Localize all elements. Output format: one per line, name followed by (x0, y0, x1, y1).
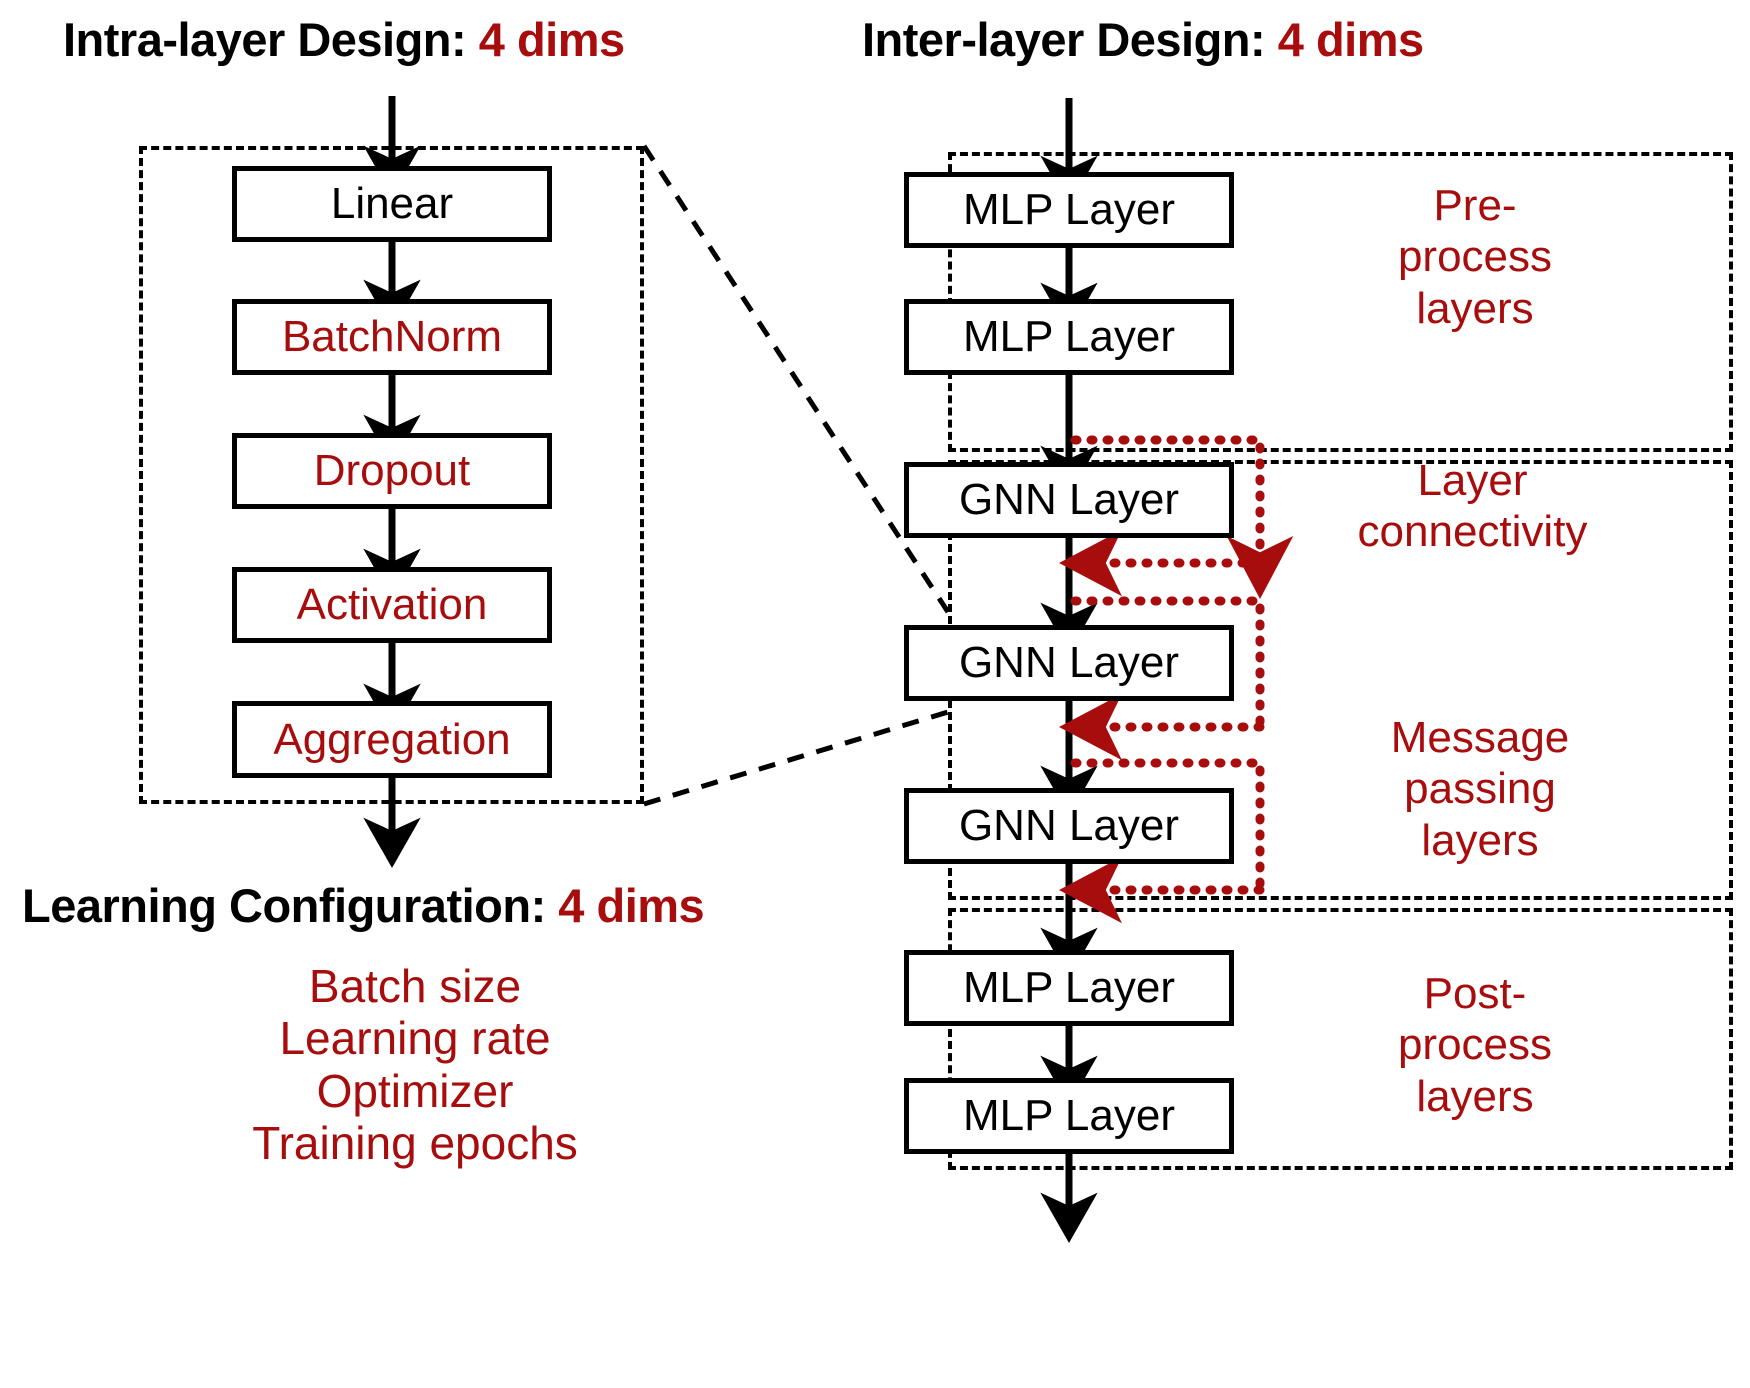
inter-node-mlp-post-2[interactable]: MLP Layer (904, 1078, 1234, 1154)
config-item-training-epochs: Training epochs (252, 1117, 578, 1170)
intra-node-dropout[interactable]: Dropout (232, 433, 552, 509)
intra-layer-heading-text: Intra-layer Design: (63, 13, 467, 66)
intra-node-activation-label: Activation (296, 580, 488, 629)
inter-node-gnn-2-label: GNN Layer (958, 638, 1180, 687)
intra-node-batchnorm-label: BatchNorm (281, 312, 503, 361)
side-label-layer-connectivity: Layer connectivity (1357, 456, 1588, 557)
inter-node-gnn-3-label: GNN Layer (958, 801, 1180, 850)
intra-layer-heading-dims: 4 dims (478, 13, 625, 66)
side-label-message-passing: Message passing layers (1390, 713, 1570, 865)
intra-node-linear[interactable]: Linear (232, 166, 552, 242)
inter-node-mlp-post-1[interactable]: MLP Layer (904, 950, 1234, 1026)
inter-node-mlp-post-1-label: MLP Layer (963, 963, 1175, 1012)
intra-node-dropout-label: Dropout (313, 446, 471, 495)
inter-node-mlp-pre-2[interactable]: MLP Layer (904, 299, 1234, 375)
intra-node-aggregation-label: Aggregation (273, 714, 511, 764)
inter-layer-heading-dims: 4 dims (1277, 13, 1424, 66)
inter-node-gnn-2[interactable]: GNN Layer (904, 625, 1234, 701)
learning-configuration-list: Batch size Learning rate Optimizer Train… (0, 960, 830, 1170)
inter-layer-heading-text: Inter-layer Design: (862, 13, 1266, 66)
learning-configuration-heading-dims: 4 dims (558, 879, 705, 932)
intra-node-activation[interactable]: Activation (232, 567, 552, 643)
intra-node-batchnorm[interactable]: BatchNorm (232, 299, 552, 375)
config-item-batch-size: Batch size (308, 960, 522, 1012)
inter-node-mlp-pre-1[interactable]: MLP Layer (904, 172, 1234, 248)
inter-layer-heading: Inter-layer Design: 4 dims (862, 16, 1424, 63)
intra-layer-heading: Intra-layer Design: 4 dims (63, 16, 625, 63)
zoom-connector-lines (641, 144, 951, 807)
config-item-optimizer: Optimizer (316, 1064, 514, 1117)
inter-node-gnn-1-label: GNN Layer (958, 475, 1180, 524)
inter-node-mlp-pre-1-label: MLP Layer (963, 185, 1175, 234)
learning-configuration-heading: Learning Configuration: 4 dims (22, 879, 705, 932)
side-label-preprocess: Pre- process layers (1397, 181, 1553, 333)
inter-node-gnn-1[interactable]: GNN Layer (904, 462, 1234, 538)
postprocess-group-frame (948, 908, 1733, 1170)
config-item-learning-rate: Learning rate (279, 1012, 551, 1065)
inter-node-mlp-post-2-label: MLP Layer (963, 1091, 1175, 1140)
side-label-postprocess: Post- process layers (1397, 969, 1553, 1121)
intra-node-linear-label: Linear (330, 179, 454, 228)
inter-node-mlp-pre-2-label: MLP Layer (963, 312, 1175, 361)
inter-node-gnn-3[interactable]: GNN Layer (904, 788, 1234, 864)
intra-node-aggregation[interactable]: Aggregation (232, 701, 552, 778)
learning-configuration-heading-text: Learning Configuration: (22, 879, 546, 932)
